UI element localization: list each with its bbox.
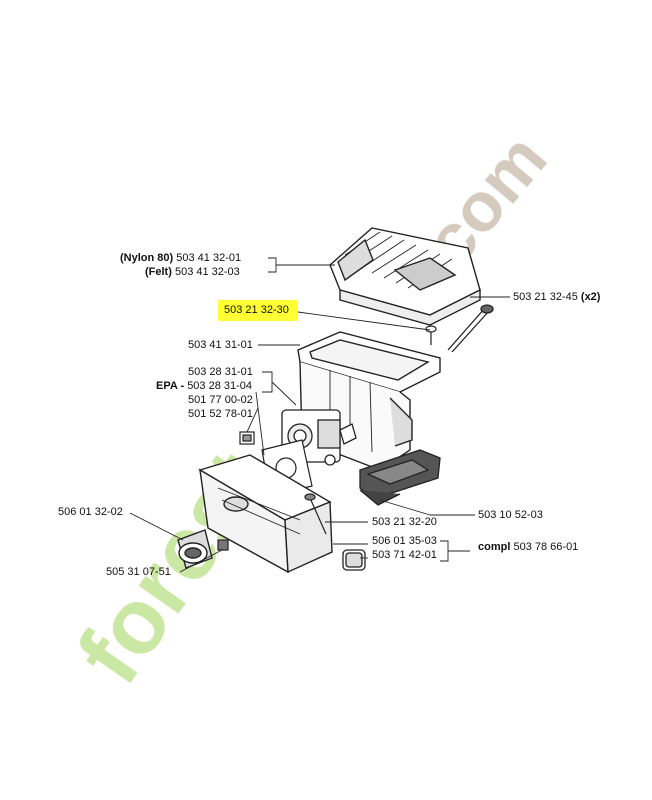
label-epa-prefix: EPA -	[156, 380, 185, 392]
label-plug-number: 505 31 07-51	[106, 566, 171, 578]
label-compl-part: compl 503 78 66-01	[478, 541, 578, 554]
label-sleeve-part: 506 01 32-02	[58, 506, 123, 519]
label-screw-number: 503 21 32-45	[513, 291, 578, 303]
highlighted-part-number: 503 21 32-30	[224, 304, 289, 316]
label-compl-prefix: compl	[478, 541, 511, 553]
filter-frame-part	[297, 331, 441, 471]
label-nylon-part: (Nylon 80) 503 41 32-01	[120, 252, 241, 265]
label-frame-part: 503 41 31-01	[188, 339, 253, 352]
label-sleeve-number: 506 01 32-02	[58, 506, 123, 518]
label-cap-part: 503 71 42-01	[372, 549, 437, 562]
label-epa-number: 503 28 31-04	[187, 380, 253, 392]
leader-lines	[129, 257, 510, 573]
bracket-part	[359, 449, 441, 506]
label-felt-part: (Felt) 503 41 32-03	[145, 266, 240, 279]
label-epa-part: EPA - 503 28 31-04	[156, 380, 252, 393]
nut-part	[239, 431, 255, 445]
label-nut-part: 501 52 78-01	[188, 408, 253, 421]
sleeve-part	[177, 529, 213, 569]
label-clip-part: 506 01 35-03	[372, 535, 437, 548]
label-frame-number: 503 41 31-01	[188, 339, 253, 351]
intake-block-part	[198, 454, 333, 574]
label-gasket-part: 501 77 00-02	[188, 394, 253, 407]
cap-part	[342, 549, 366, 571]
label-gasket-number: 501 77 00-02	[188, 394, 253, 406]
label-bolt-number: 503 21 32-20	[372, 516, 437, 528]
label-plug-part: 505 31 07-51	[106, 566, 171, 579]
air-filter-part	[329, 227, 481, 326]
label-bracket-number: 503 10 52-03	[478, 509, 543, 521]
label-clip-number: 506 01 35-03	[372, 535, 437, 547]
label-felt-prefix: (Felt)	[145, 266, 172, 278]
label-compl-number: 503 78 66-01	[513, 541, 579, 553]
label-screw-part: 503 21 32-45 (x2)	[513, 291, 600, 304]
label-carb-part: 503 28 31-01	[188, 366, 253, 379]
label-nut-number: 501 52 78-01	[188, 408, 253, 420]
bolt-part	[304, 493, 327, 535]
long-screw-part	[447, 304, 494, 353]
label-felt-number: 503 41 32-03	[174, 266, 240, 278]
label-carb-number: 503 28 31-01	[188, 366, 253, 378]
label-nylon-number: 503 41 32-01	[176, 252, 242, 264]
highlighted-part-label[interactable]: 503 21 32-30	[218, 300, 298, 321]
small-screw-part	[425, 325, 437, 345]
label-cap-number: 503 71 42-01	[372, 549, 437, 561]
plug-part	[217, 539, 229, 551]
label-bolt-part: 503 21 32-20	[372, 516, 437, 529]
label-bracket-part: 503 10 52-03	[478, 509, 543, 522]
label-screw-qty: (x2)	[580, 291, 601, 303]
label-nylon-prefix: (Nylon 80)	[120, 252, 174, 264]
